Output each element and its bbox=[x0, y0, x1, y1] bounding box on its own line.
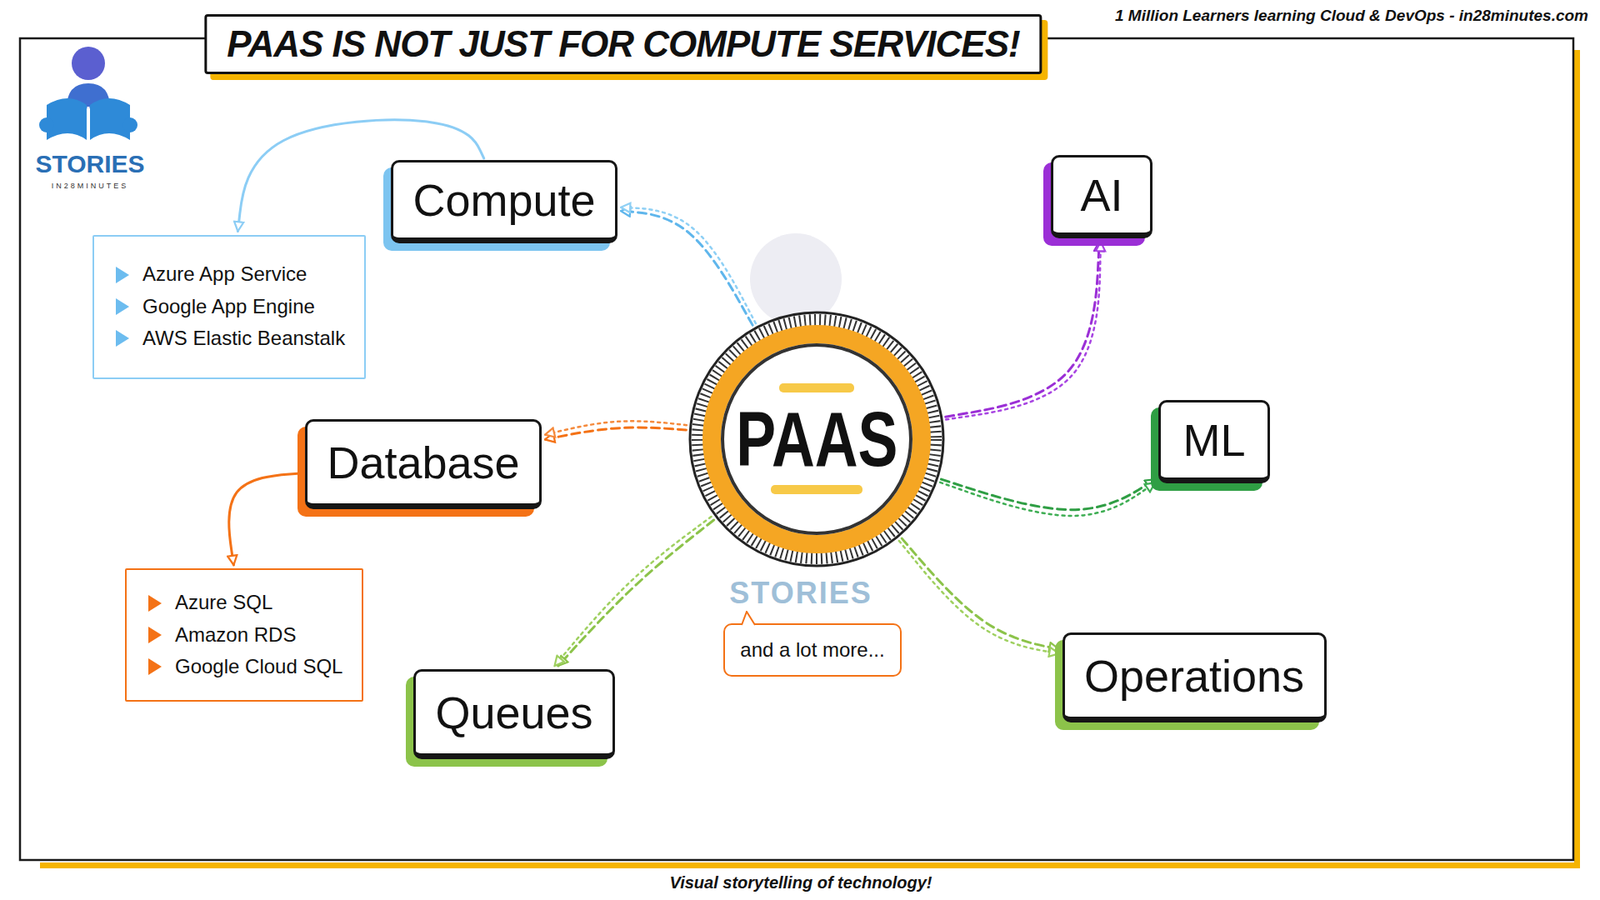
bullet-triangle bbox=[148, 658, 162, 675]
connector-line bbox=[940, 482, 1155, 516]
callout-box: and a lot more... bbox=[723, 623, 902, 677]
logo-text: STORIES bbox=[35, 151, 145, 177]
text-holder: Azure SQLAmazon RDSGoogle Cloud SQL bbox=[148, 586, 343, 683]
connector-line bbox=[620, 207, 756, 324]
service-list: Azure SQLAmazon RDSGoogle Cloud SQL bbox=[125, 568, 364, 702]
connector-line bbox=[545, 420, 687, 435]
connector-line bbox=[555, 516, 712, 666]
connector-arrow bbox=[229, 473, 304, 565]
connector-arrow bbox=[620, 207, 756, 325]
frame-border bbox=[20, 38, 1574, 860]
connector-arrow bbox=[545, 420, 687, 440]
frame-shadow bbox=[40, 862, 1580, 869]
text-holder: Compute bbox=[412, 174, 595, 226]
watermark-text: STORIES bbox=[729, 578, 872, 609]
text-row: AI bbox=[1080, 169, 1123, 221]
connector-line bbox=[620, 210, 753, 325]
callout-tail bbox=[740, 610, 760, 626]
text-holder: Operations bbox=[1084, 650, 1305, 702]
text-row: Compute bbox=[412, 174, 595, 226]
connector-arrow bbox=[945, 241, 1101, 420]
service-box: AI bbox=[1050, 155, 1153, 239]
text-row: Google App Engine bbox=[115, 290, 315, 323]
node-label: ML bbox=[1182, 414, 1245, 466]
bullet-triangle bbox=[115, 330, 130, 347]
logo-icon bbox=[39, 46, 138, 140]
connector-line bbox=[945, 241, 1100, 417]
text-holder: Azure App ServiceGoogle App EngineAWS El… bbox=[115, 258, 345, 355]
diagram-title: PAAS IS NOT JUST FOR COMPUTE SERVICES! bbox=[204, 14, 1042, 75]
list-item: Azure SQL bbox=[175, 586, 273, 619]
text-row: Azure SQL bbox=[148, 586, 273, 619]
node-label: and a lot more... bbox=[740, 638, 885, 662]
connector-line bbox=[945, 241, 1101, 420]
list-item: Google App Engine bbox=[142, 290, 315, 323]
text-row: PAAS bbox=[713, 400, 921, 478]
connector-arrow bbox=[899, 538, 1060, 654]
paas-circle: PAAS bbox=[687, 310, 946, 569]
logo-subtext: IN28MINUTES bbox=[51, 182, 130, 190]
text-row: Operations bbox=[1084, 650, 1305, 702]
node-label: Compute bbox=[412, 174, 595, 226]
text-row: ML bbox=[1182, 414, 1245, 466]
connector-line bbox=[901, 538, 1059, 650]
service-box: Operations bbox=[1062, 632, 1327, 723]
text-holder: Queues bbox=[435, 686, 593, 739]
service-list: Azure App ServiceGoogle App EngineAWS El… bbox=[92, 235, 366, 380]
text-row: AWS Elastic Beanstalk bbox=[115, 322, 345, 355]
text-row: and a lot more... bbox=[740, 638, 885, 662]
node-label: AI bbox=[1080, 169, 1123, 221]
list-item: AWS Elastic Beanstalk bbox=[142, 322, 345, 355]
text-row: Database bbox=[326, 436, 520, 489]
node-label: Database bbox=[326, 436, 520, 489]
connector-arrow bbox=[555, 516, 715, 666]
list-item: Azure App Service bbox=[142, 258, 307, 290]
service-box: ML bbox=[1158, 400, 1270, 484]
service-box: Compute bbox=[390, 160, 618, 244]
text-row: Amazon RDS bbox=[148, 619, 296, 651]
watermark-head bbox=[750, 233, 842, 325]
service-box: Queues bbox=[413, 669, 615, 760]
text-row: Queues bbox=[435, 686, 593, 739]
connector-line bbox=[899, 540, 1060, 654]
node-label: PAAS bbox=[735, 400, 898, 478]
frame-shadow bbox=[1574, 50, 1580, 869]
service-box: Database bbox=[305, 419, 542, 510]
text-row: Google Cloud SQL bbox=[148, 650, 343, 683]
header-note: 1 Million Learners learning Cloud & DevO… bbox=[1115, 7, 1589, 24]
node-label: Operations bbox=[1084, 650, 1305, 702]
bullet-triangle bbox=[148, 626, 162, 644]
bullet-triangle bbox=[115, 266, 130, 284]
text-holder: ML bbox=[1182, 414, 1245, 466]
text-holder: Database bbox=[326, 436, 520, 489]
bullet-triangle bbox=[115, 298, 130, 315]
list-item: Google Cloud SQL bbox=[175, 650, 343, 683]
connector-line bbox=[229, 473, 304, 565]
bullet-triangle bbox=[148, 595, 162, 612]
list-item: Amazon RDS bbox=[175, 619, 296, 651]
text-row: Azure App Service bbox=[115, 258, 307, 290]
diagram-caption: Visual storytelling of technology! bbox=[670, 873, 933, 893]
text-holder: and a lot more... bbox=[740, 638, 885, 662]
connector-arrow bbox=[940, 479, 1155, 516]
connector-line bbox=[558, 520, 715, 666]
text-holder: PAAS bbox=[713, 400, 921, 478]
node-label: Queues bbox=[435, 686, 593, 739]
text-holder: AI bbox=[1080, 169, 1123, 221]
